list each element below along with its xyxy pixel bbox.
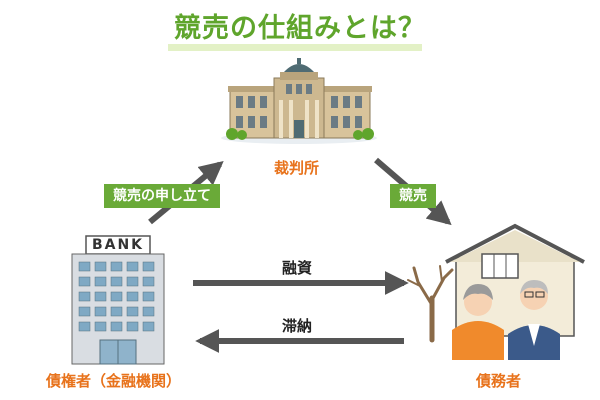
court-building-icon <box>221 58 377 144</box>
bank-sign: BANK <box>91 237 145 253</box>
delinquency-label: 滞納 <box>282 317 313 335</box>
bank-building-icon <box>71 235 165 365</box>
auction-filing-tag: 競売の申し立て <box>104 184 220 208</box>
debtor-label: 債務者 <box>476 372 522 390</box>
creditor-label: 債権者（金融機関） <box>46 372 182 390</box>
financing-label: 融資 <box>282 259 313 277</box>
house-icon <box>445 223 585 337</box>
auction-tag: 競売 <box>390 184 436 208</box>
bare-tree-icon <box>407 265 454 343</box>
debtor-couple-icon <box>452 280 560 360</box>
court-label: 裁判所 <box>274 159 320 177</box>
title-underline <box>168 44 422 51</box>
page-title: 競売の仕組みとは？ <box>174 13 426 44</box>
